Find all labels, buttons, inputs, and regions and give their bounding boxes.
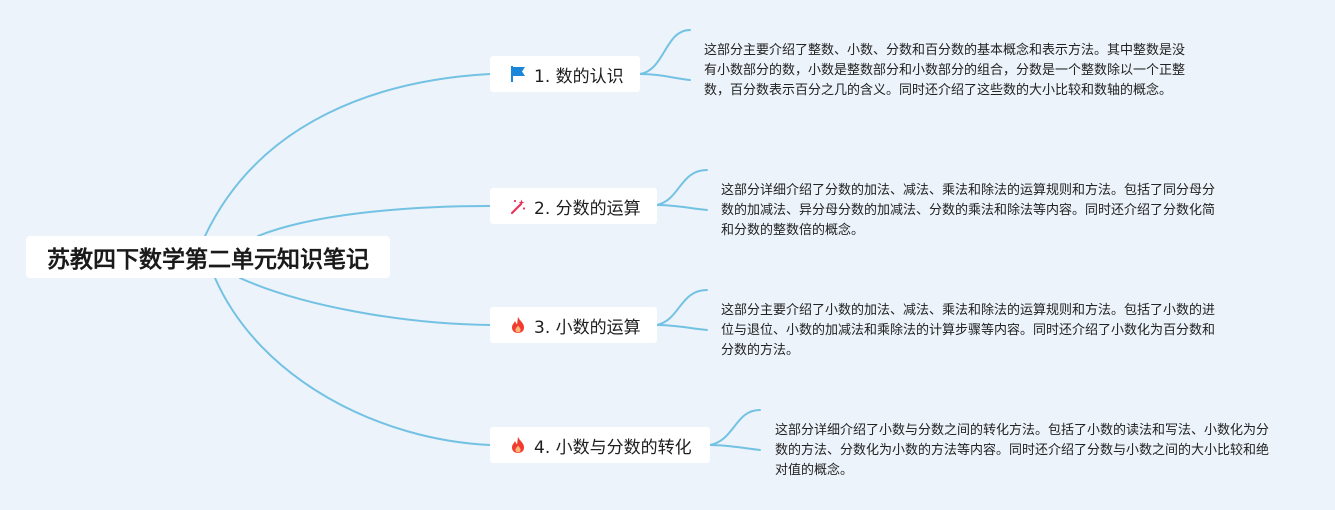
connector-branch-4-brace-top xyxy=(709,409,761,446)
connector-branch-3-brace-bottom xyxy=(656,324,708,331)
magic-wand-icon xyxy=(508,196,528,216)
connector-branch-3-brace-top xyxy=(656,289,708,326)
connector-branch-4-brace-bottom xyxy=(709,444,761,451)
connector-root-to-branch-2 xyxy=(257,205,491,237)
branch-topic-decimal-fraction-conversion[interactable]: 4. 小数与分数的转化 xyxy=(490,427,710,463)
flag-icon xyxy=(508,64,528,84)
subtopic-description-1[interactable]: 这部分主要介绍了整数、小数、分数和百分数的基本概念和表示方法。其中整数是没有小数… xyxy=(704,43,1186,98)
connector-root-to-branch-4 xyxy=(214,277,491,446)
branch-topic-decimal-operations[interactable]: 3. 小数的运算 xyxy=(490,307,657,343)
branch-topic-number-recognition[interactable]: 1. 数的认识 xyxy=(490,56,640,92)
connector-root-to-branch-1 xyxy=(204,73,491,237)
root-topic-title: 苏教四下数学第二单元知识笔记 xyxy=(47,247,369,273)
branch-topic-label: 1. 数的认识 xyxy=(534,66,624,87)
connector-branch-2-brace-top xyxy=(656,169,708,206)
subtopic-description-3[interactable]: 这部分主要介绍了小数的加法、减法、乘法和除法的运算规则和方法。包括了小数的进位与… xyxy=(721,303,1216,358)
fire-icon xyxy=(508,315,528,335)
branch-topic-fraction-operations[interactable]: 2. 分数的运算 xyxy=(490,188,657,224)
subtopic-description-2[interactable]: 这部分详细介绍了分数的加法、减法、乘法和除法的运算规则和方法。包括了同分母分数的… xyxy=(721,183,1216,238)
branch-topic-label: 4. 小数与分数的转化 xyxy=(534,437,692,458)
connector-branch-2-brace-bottom xyxy=(656,204,708,211)
branch-topic-label: 2. 分数的运算 xyxy=(534,198,641,219)
connector-root-to-branch-3 xyxy=(239,277,491,326)
fire-icon xyxy=(508,435,528,455)
subtopic-description-4[interactable]: 这部分详细介绍了小数与分数之间的转化方法。包括了小数的读法和写法、小数化为分数的… xyxy=(775,423,1270,478)
root-topic[interactable]: 苏教四下数学第二单元知识笔记 xyxy=(26,236,390,278)
connector-branch-1-brace-bottom xyxy=(639,73,691,81)
branch-topic-label: 3. 小数的运算 xyxy=(534,317,641,338)
connector-branch-1-brace-top xyxy=(639,29,691,75)
